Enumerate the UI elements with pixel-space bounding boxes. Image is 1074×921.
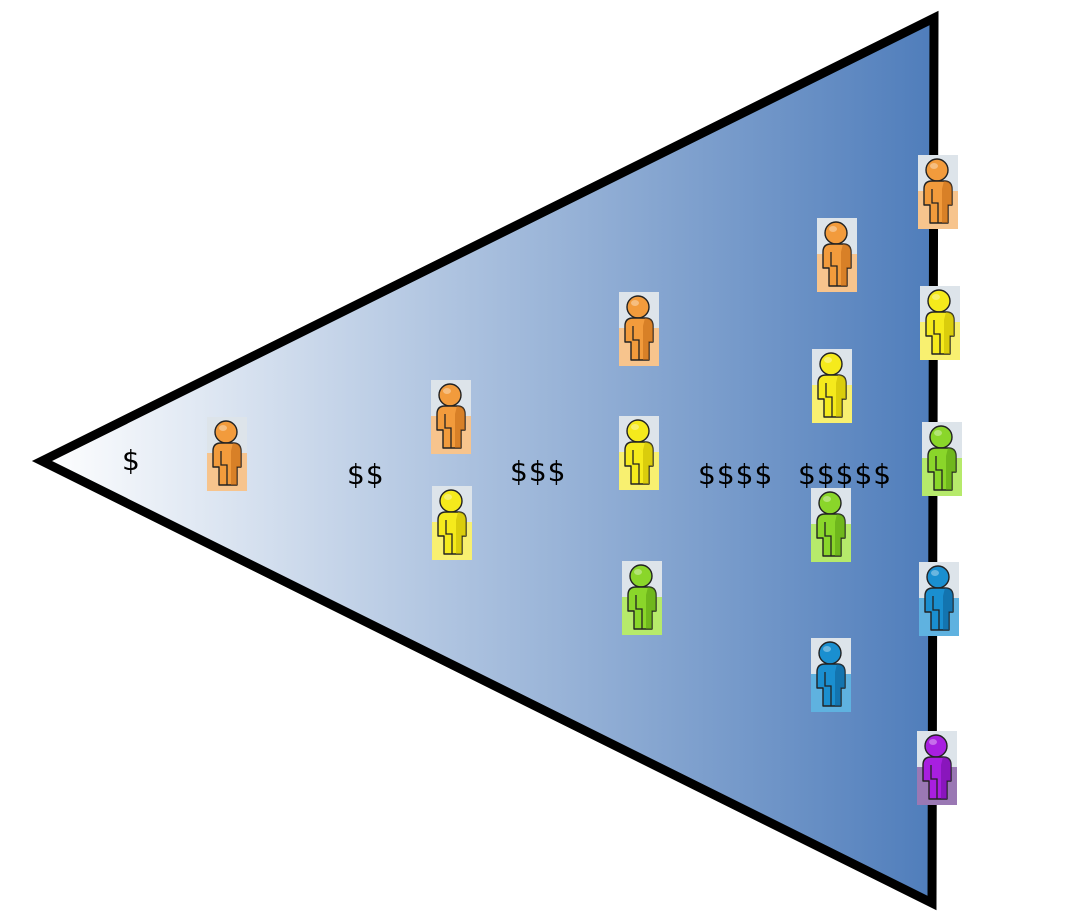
tier-label-4: $$$$ (698, 458, 774, 491)
tier-label-5: $$$$$ (798, 458, 893, 491)
person-icon (917, 731, 957, 805)
person-icon (922, 422, 962, 496)
person-icon (432, 486, 472, 560)
person-icon (619, 292, 659, 366)
person-icon (918, 155, 958, 229)
tier-label-1: $ (122, 444, 141, 477)
person-icon (817, 218, 857, 292)
person-icon (812, 349, 852, 423)
person-icon (811, 638, 851, 712)
person-icon (207, 417, 247, 491)
person-icon (622, 561, 662, 635)
person-icon (919, 562, 959, 636)
person-icon (431, 380, 471, 454)
tier-label-2: $$ (347, 458, 385, 491)
person-icon (619, 416, 659, 490)
person-icon (920, 286, 960, 360)
tier-label-3: $$$ (510, 455, 567, 488)
person-icon (811, 488, 851, 562)
